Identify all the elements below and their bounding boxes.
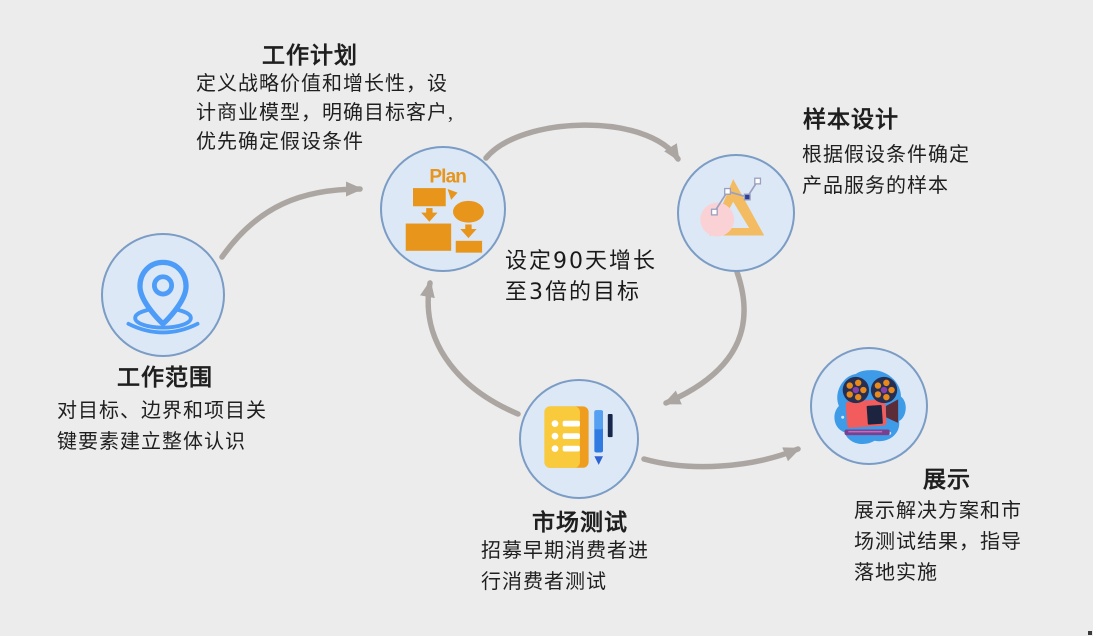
node-desc-work-scope: 对目标、边界和项目关 键要素建立整体认识 [57, 396, 267, 458]
desc-line: 根据假设条件确定 [802, 144, 970, 166]
desc-line: 招募早期消费者进 [481, 540, 649, 562]
desc-line: 计商业模型，明确目标客户, [196, 102, 454, 124]
notebook-pen-icon [544, 406, 613, 468]
set-square-icon [700, 177, 765, 237]
desc-line: 对目标、边界和项目关 [57, 400, 267, 422]
node-desc-work-plan: 定义战略价值和增长性，设 计商业模型，明确目标客户, 优先确定假设条件 [196, 70, 454, 157]
desc-line: 优先确定假设条件 [196, 131, 364, 153]
plan-icon-label: Plan [429, 167, 466, 188]
plan-flowchart-icon: Plan [405, 167, 484, 253]
node-title-work-scope: 工作范围 [117, 365, 213, 390]
arrow-market-to-presentation [641, 446, 801, 470]
node-title-market-test: 市场测试 [532, 510, 628, 535]
arrow-plan-to-sample [483, 122, 681, 162]
node-circle-market-test [519, 379, 639, 499]
node-circle-sample-design [677, 154, 795, 272]
arrow-sample-to-market [663, 269, 747, 406]
location-pin-icon [126, 259, 200, 335]
node-title-sample-design: 样本设计 [803, 107, 899, 132]
node-desc-market-test: 招募早期消费者进 行消费者测试 [481, 536, 649, 598]
desc-line: 行消费者测试 [481, 571, 607, 593]
node-circle-work-plan: Plan [380, 146, 506, 272]
node-title-work-plan: 工作计划 [262, 43, 358, 68]
desc-line: 产品服务的样本 [802, 175, 949, 197]
node-desc-presentation: 展示解决方案和市 场测试结果，指导 落地实施 [854, 496, 1022, 589]
node-circle-presentation [810, 347, 928, 465]
center-goal-note: 设定90天增长 至3倍的目标 [505, 246, 657, 308]
desc-line: 定义战略价值和增长性，设 [196, 73, 448, 95]
desc-line: 展示解决方案和市 [854, 500, 1022, 522]
desc-line: 键要素建立整体认识 [57, 431, 246, 453]
desc-line: 落地实施 [854, 562, 938, 584]
arrow-market-to-plan [420, 280, 521, 417]
node-desc-sample-design: 根据假设条件确定 产品服务的样本 [802, 140, 970, 202]
node-circle-work-scope [101, 233, 225, 357]
corner-artifact-dot [1088, 631, 1092, 635]
arrow-scope-to-plan [219, 181, 363, 260]
center-goal-line: 设定90天增长 [505, 249, 657, 274]
desc-line: 场测试结果，指导 [854, 531, 1022, 553]
node-title-presentation: 展示 [923, 467, 971, 492]
film-projector-icon [834, 370, 906, 445]
center-goal-line: 至3倍的目标 [505, 280, 641, 305]
